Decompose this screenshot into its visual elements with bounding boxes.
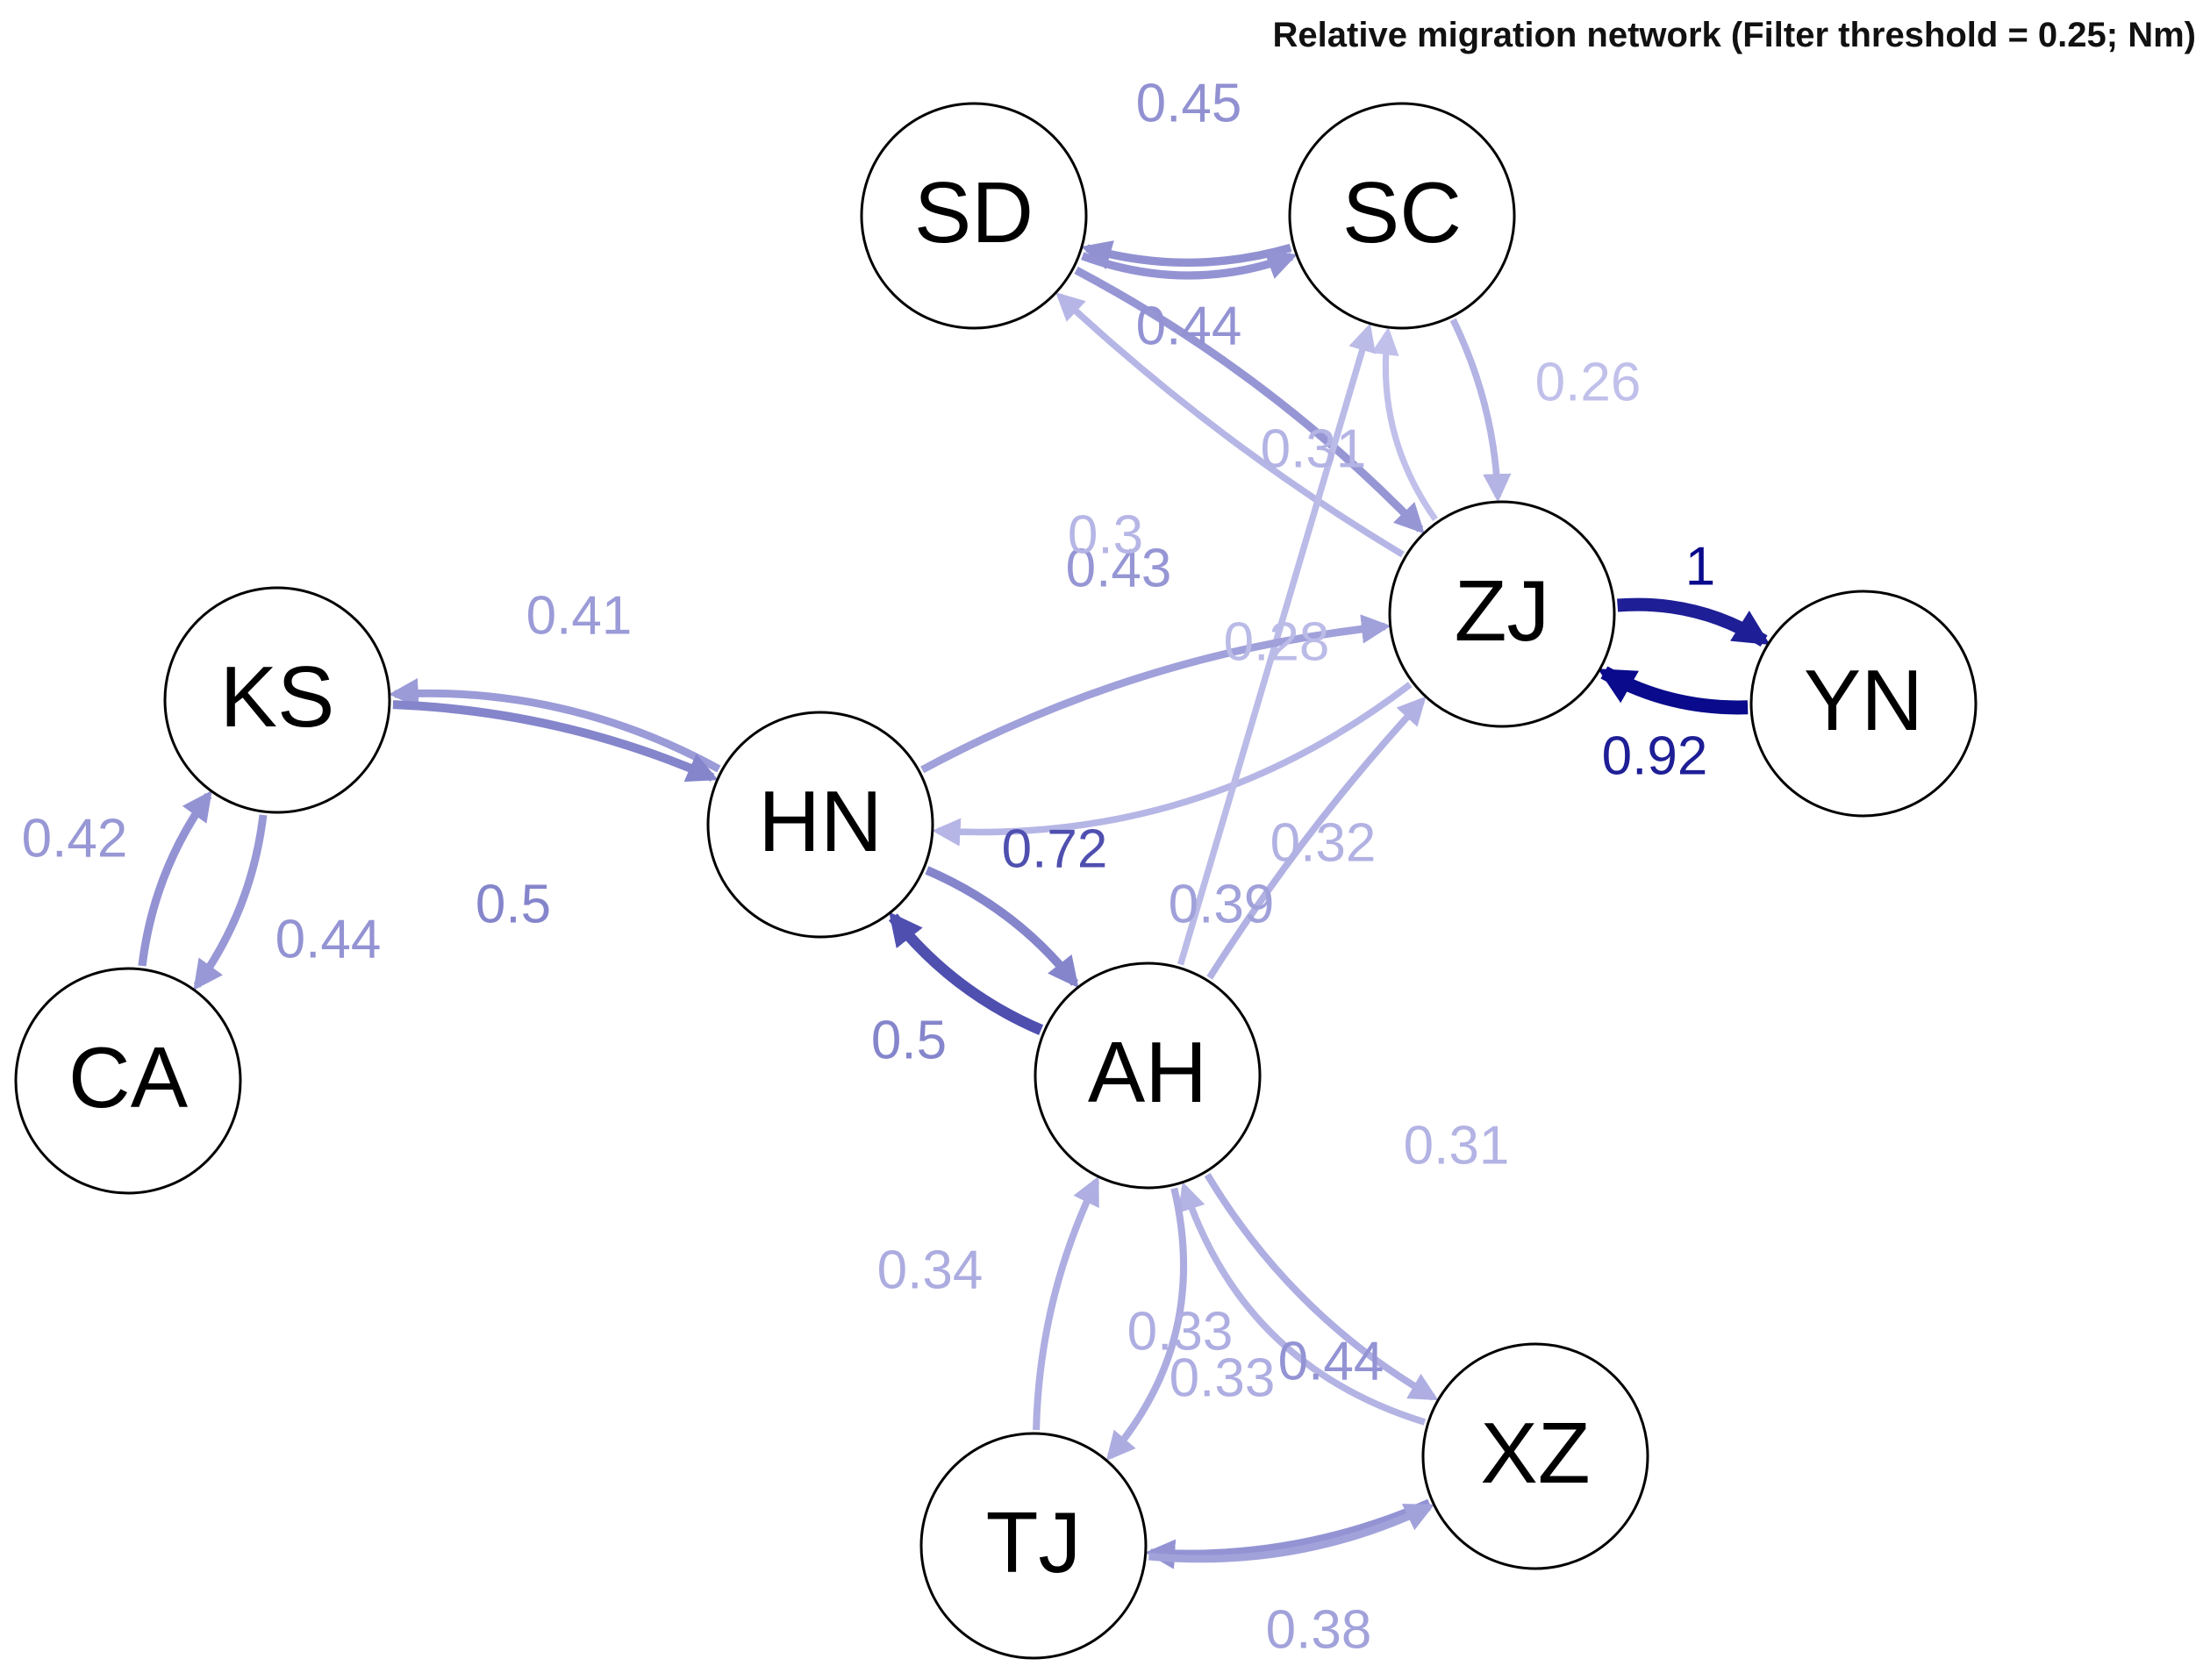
edge-ks-to-hn [392,700,719,783]
node-label-hn: HN [758,773,883,869]
edge-label-zj-to-yn: 0.92 [1602,726,1708,786]
edge-zj-to-yn [1617,597,1770,647]
node-circle-sc [1288,102,1516,330]
edge-ah-to-xz [1204,1173,1439,1401]
node-tj: TJ [919,1432,1148,1660]
edge-sd-to-sc [1081,250,1298,280]
node-circle-zj [1388,500,1616,728]
node-label-sd: SD [914,164,1034,261]
edge-tj-to-ah [1033,1176,1100,1431]
edge-layer [138,240,1770,1569]
edge-zj-to-hn [932,682,1413,847]
node-label-tj: TJ [986,1494,1082,1591]
edge-zj-to-sc [1371,326,1438,522]
edge-label-ks-to-hn: 0.5 [476,874,551,934]
node-circle-ca [14,967,242,1195]
node-zj: ZJ [1388,500,1616,728]
edge-label-xz-to-tj: 0.44 [1278,1331,1384,1391]
edge-label-ah-to-zj: 0.32 [1270,812,1377,873]
edge-label-sd-to-sc: 0.44 [1136,296,1242,356]
edge-label-ah-to-hn: 0.72 [1002,819,1108,879]
edge-label-hn-to-zj: 0.39 [1169,874,1275,934]
edge-xz-to-ah [1177,1182,1427,1426]
node-circle-xz [1421,1342,1649,1570]
node-label-ks: KS [220,648,335,745]
edge-ah-to-tj [1105,1187,1188,1462]
edge-xz-to-tj [1144,1498,1431,1569]
node-label-ca: CA [68,1029,189,1126]
edge-label-hn-to-ah: 0.5 [871,1010,947,1070]
node-circle-tj [919,1432,1148,1660]
node-circle-ah [1034,962,1262,1190]
node-yn: YN [1749,590,1978,818]
edge-hn-to-ah [925,866,1079,989]
edge-label-zj-to-sc: 0.26 [1535,352,1642,412]
edge-label-ah-to-xz: 0.33 [1170,1348,1276,1408]
edge-label-sc-to-sd: 0.45 [1136,73,1242,133]
edge-zj-to-sd [1055,292,1405,558]
edge-label-ks-to-ca: 0.42 [22,808,128,869]
edge-hn-to-zj [920,614,1391,774]
node-circle-ks [163,586,391,814]
node-ca: CA [14,967,242,1195]
edge-label-ah-to-tj: 0.34 [877,1240,984,1300]
edge-label-tj-to-xz: 0.38 [1266,1599,1372,1660]
node-ks: KS [163,586,391,814]
edge-label-zj-to-hn: 0.3 [1068,504,1143,565]
edge-label-sd-to-zj: 0.43 [1066,538,1172,598]
node-label-xz: XZ [1480,1405,1590,1501]
node-circle-yn [1749,590,1978,818]
node-hn: HN [706,711,934,939]
edge-label-sc-to-zj: 0.31 [1261,418,1367,479]
edge-label-tj-to-ah: 0.33 [1127,1301,1234,1362]
edge-ca-to-ks [138,790,212,967]
node-circle-sd [860,102,1088,330]
edge-label-layer: 0.45 0.44 0.43 0.26 0.31 0.3 0.28 1 0.92 0.41 0.5 0… [22,73,1716,1660]
node-label-yn: YN [1804,652,1923,748]
node-circle-hn [706,711,934,939]
diagram-title: Relative migration network (Filter thres… [1272,16,2196,54]
node-sc: SC [1288,102,1516,330]
node-layer: SD SC KS ZJ YN HN CA AH TJ XZ [14,102,1978,1660]
node-label-sc: SC [1342,164,1462,261]
edge-hn-to-ks [389,677,721,773]
edge-label-ah-to-sc: 0.28 [1224,611,1330,672]
edge-sd-to-zj [1074,266,1425,534]
edge-label-ca-to-ks: 0.44 [275,909,382,969]
edge-label-hn-to-ks: 0.41 [526,585,633,646]
edge-label-yn-to-zj: 1 [1685,536,1715,597]
edge-ah-to-zj [1206,696,1427,980]
edge-ah-to-hn [888,911,1044,1035]
edge-label-xz-to-ah: 0.31 [1404,1115,1510,1176]
node-ah: AH [1034,962,1262,1190]
edge-sc-to-sd [1081,240,1292,270]
edge-sc-to-zj [1449,318,1512,503]
node-xz: XZ [1421,1342,1649,1570]
edge-tj-to-xz [1148,1503,1435,1563]
node-label-ah: AH [1088,1024,1207,1120]
node-label-zj: ZJ [1455,562,1550,659]
node-sd: SD [860,102,1088,330]
edge-yn-to-zj [1598,666,1749,715]
edge-ks-to-ca [193,814,268,990]
